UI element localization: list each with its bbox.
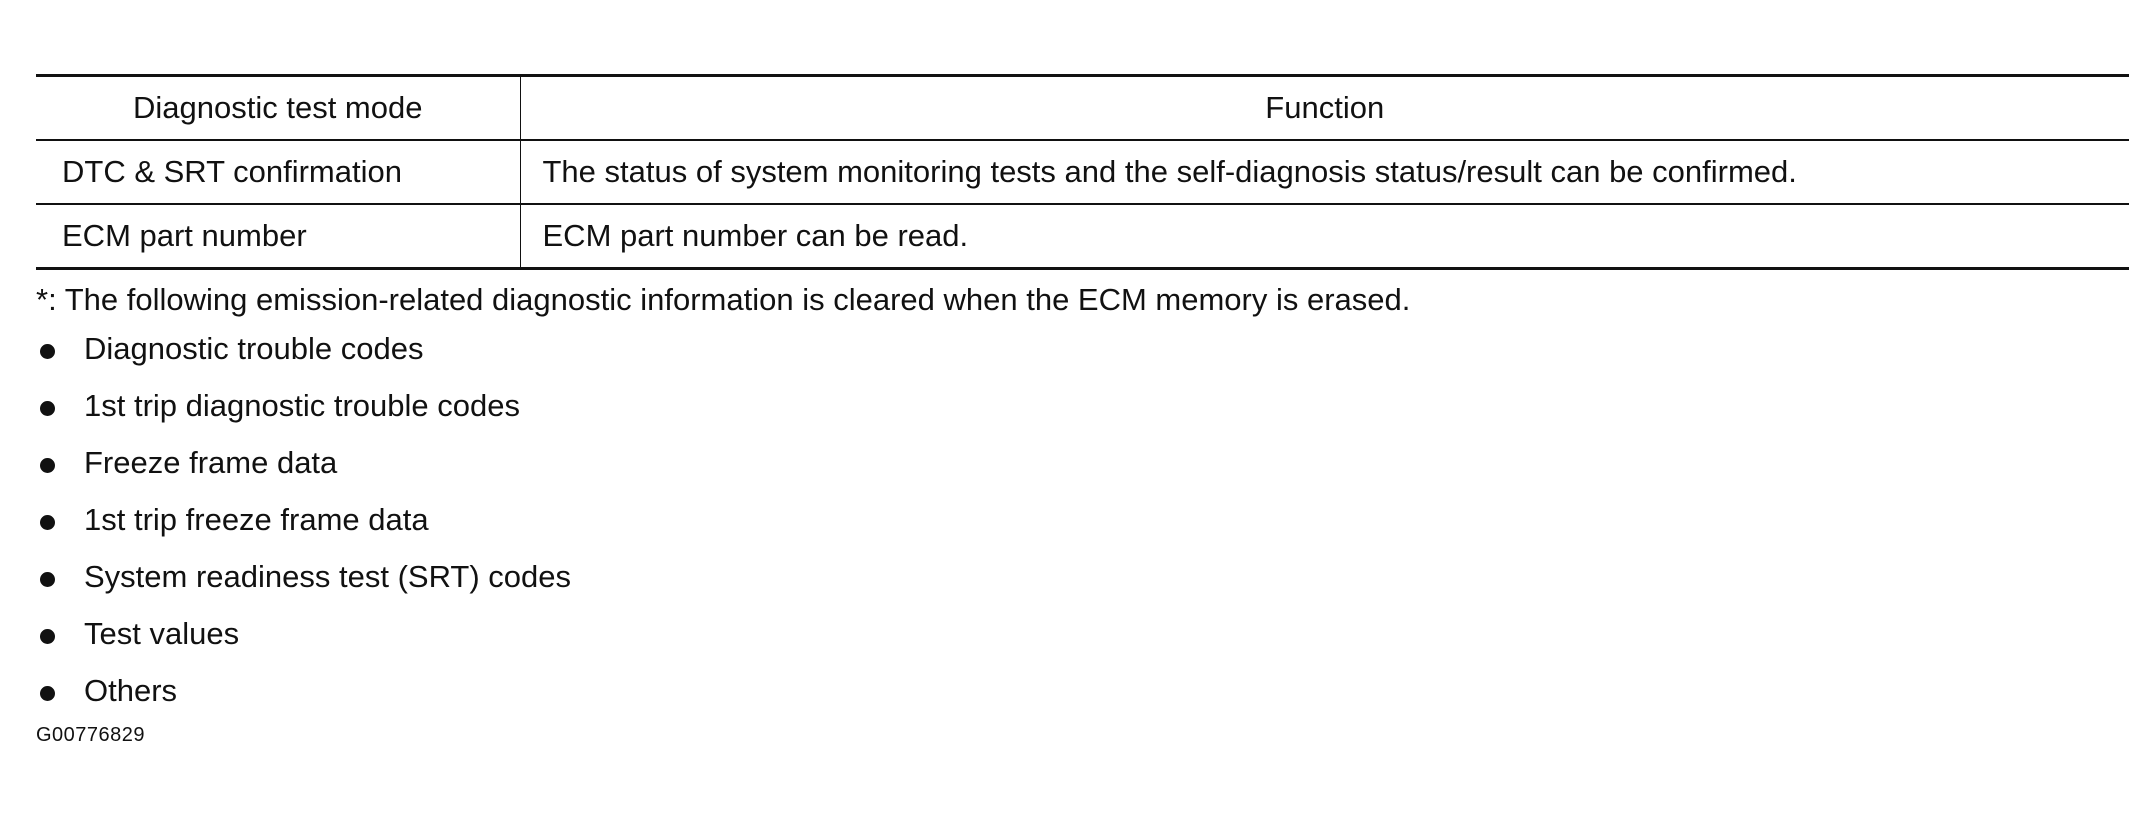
table-header-row: Diagnostic test mode Function [36,74,2129,141]
list-item-label: System readiness test (SRT) codes [84,559,571,594]
bullet-icon [40,515,55,530]
list-item-label: Test values [84,616,240,651]
bullet-icon [40,401,55,416]
list-item-label: 1st trip freeze frame data [84,502,429,537]
figure-id: G00776829 [36,724,146,746]
header-function: Function [520,74,2129,141]
table-row: ECM part number ECM part number can be r… [36,204,2129,270]
bullet-icon [40,629,55,644]
document: Diagnostic test mode Function DTC & SRT … [36,74,2129,749]
bullet-icon [40,686,55,701]
list-item-label: 1st trip diagnostic trouble codes [84,388,520,423]
list-item: 1st trip diagnostic trouble codes [36,377,2129,434]
bullet-icon [40,458,55,473]
list-item-label: Diagnostic trouble codes [84,331,424,366]
list-item: Test values [36,605,2129,662]
cell-test-mode: DTC & SRT confirmation [36,140,521,205]
list-item: System readiness test (SRT) codes [36,548,2129,605]
header-diagnostic-test-mode: Diagnostic test mode [36,74,521,141]
list-item-label: Others [84,673,178,708]
bullet-icon [40,572,55,587]
list-item: 1st trip freeze frame data [36,491,2129,548]
list-item: Freeze frame data [36,434,2129,491]
cell-function: ECM part number can be read. [520,204,2129,270]
list-item: Diagnostic trouble codes [36,320,2129,377]
bullet-icon [40,344,55,359]
cleared-info-list: Diagnostic trouble codes 1st trip diagno… [36,320,2129,719]
list-item-label: Freeze frame data [84,445,338,480]
list-item: Others [36,662,2129,719]
table-row: DTC & SRT confirmation The status of sys… [36,140,2129,205]
cell-function: The status of system monitoring tests an… [520,140,2129,205]
cell-test-mode: ECM part number [36,204,521,270]
footnote: *: The following emission-related diagno… [36,282,1411,317]
diagnostic-mode-table: Diagnostic test mode Function DTC & SRT … [36,74,2129,270]
